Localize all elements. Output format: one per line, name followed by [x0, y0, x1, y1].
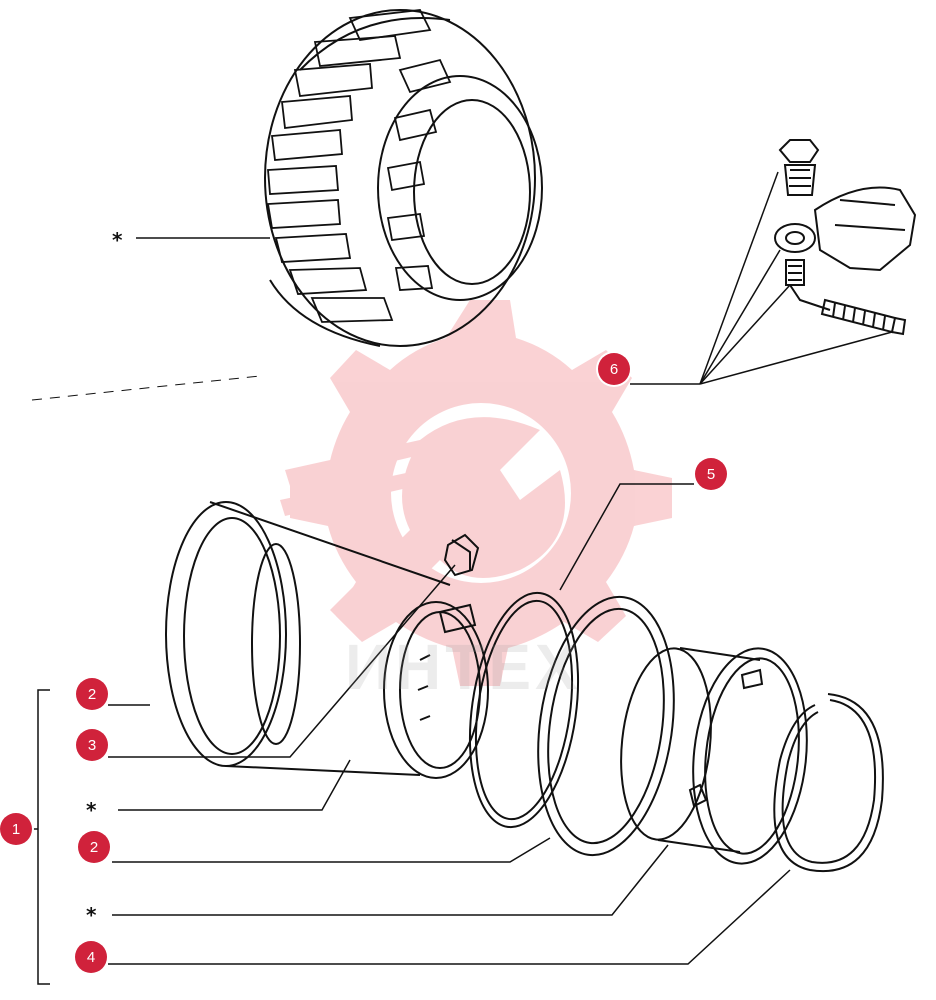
ring-2-drawing: [537, 595, 675, 857]
bracket-1: [30, 689, 50, 985]
ring-5-drawing: [468, 591, 580, 829]
watermark-logo: [280, 300, 672, 686]
callout-2-ring[interactable]: 2: [78, 831, 110, 863]
leader-lines: [108, 237, 791, 965]
callout-6[interactable]: 6: [598, 353, 630, 385]
flange-cylinder-drawing: [620, 647, 808, 865]
callout-1[interactable]: 1: [0, 813, 32, 845]
star-marker-rim: *: [86, 798, 97, 822]
lock-ring-4-drawing: [773, 693, 884, 873]
callout-2-rim[interactable]: 2: [76, 678, 108, 710]
star-marker-tire: *: [112, 228, 123, 252]
valve-assembly-drawing: [774, 139, 917, 336]
star-marker-flange: *: [86, 903, 97, 927]
watermark-text: ИНТЕХ: [345, 631, 582, 703]
wheel-rim-drawing: [165, 501, 489, 779]
leader-lines-6: [630, 171, 893, 385]
callout-5[interactable]: 5: [695, 458, 727, 490]
callout-4[interactable]: 4: [75, 941, 107, 973]
dashed-line: [31, 375, 261, 401]
tire-drawing: [264, 9, 543, 347]
callout-3[interactable]: 3: [76, 729, 108, 761]
